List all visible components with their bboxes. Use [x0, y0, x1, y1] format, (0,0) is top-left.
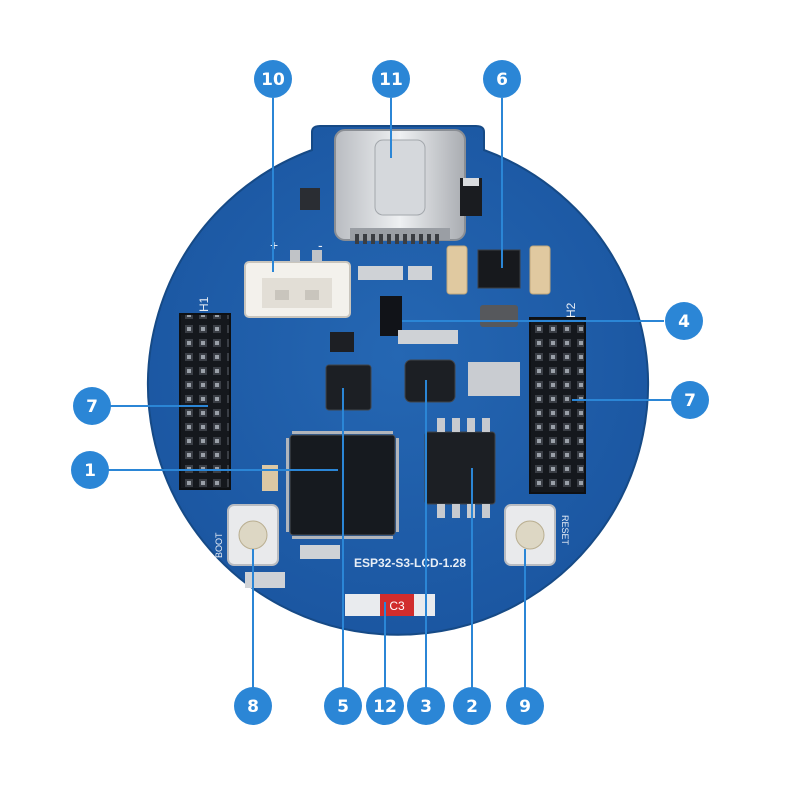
callout-11-label: 11: [379, 70, 403, 90]
callout-5: 5: [324, 687, 362, 725]
header-h2-label: H2: [564, 302, 578, 318]
callout-12: 12: [366, 687, 404, 725]
board-model-label: ESP32-S3-LCD-1.28: [354, 556, 466, 570]
usb-c-connector: [334, 129, 466, 244]
callout-1-label: 1: [84, 461, 96, 481]
chip-3: [404, 359, 456, 403]
boot-button: BOOT: [214, 504, 279, 566]
callout-12-label: 12: [373, 697, 397, 717]
callout-5-label: 5: [337, 697, 349, 717]
callout-8: 8: [234, 687, 272, 725]
callout-11: 11: [372, 60, 410, 98]
callout-2-label: 2: [466, 697, 478, 717]
callout-4: 4: [665, 302, 703, 340]
callout-9-label: 9: [519, 697, 531, 717]
callout-4-label: 4: [678, 312, 690, 332]
callout-7-right: 7: [671, 381, 709, 419]
smd-components-bottom: [245, 465, 340, 588]
header-h2: H2: [529, 302, 586, 494]
callout-9: 9: [506, 687, 544, 725]
callout-2: 2: [453, 687, 491, 725]
c3-marker: C3: [345, 594, 435, 616]
callout-1: 1: [71, 451, 109, 489]
callout-7-right-label: 7: [684, 391, 696, 411]
reset-label: RESET: [560, 515, 570, 546]
callout-10-label: 10: [261, 70, 285, 90]
callout-7-left-label: 7: [86, 397, 98, 417]
leader-lines: [108, 98, 672, 690]
chip-6: [477, 249, 521, 289]
battery-connector: + -: [244, 237, 351, 318]
minus-label: -: [318, 237, 323, 253]
flash-chip: [424, 418, 496, 518]
callout-8-label: 8: [247, 697, 259, 717]
callout-7-left: 7: [73, 387, 111, 425]
reset-button: RESET: [504, 504, 570, 566]
resistor-array: [468, 362, 520, 396]
header-h1: H1: [179, 296, 231, 490]
chip-5-imu: [325, 364, 372, 411]
header-h1-label: H1: [197, 296, 211, 312]
callout-3-label: 3: [420, 697, 432, 717]
callout-6: 6: [483, 60, 521, 98]
callout-3: 3: [407, 687, 445, 725]
plus-label: +: [270, 237, 278, 253]
c3-label: C3: [389, 599, 405, 613]
callout-6-label: 6: [496, 70, 508, 90]
boot-label: BOOT: [214, 532, 224, 558]
callout-10: 10: [254, 60, 292, 98]
